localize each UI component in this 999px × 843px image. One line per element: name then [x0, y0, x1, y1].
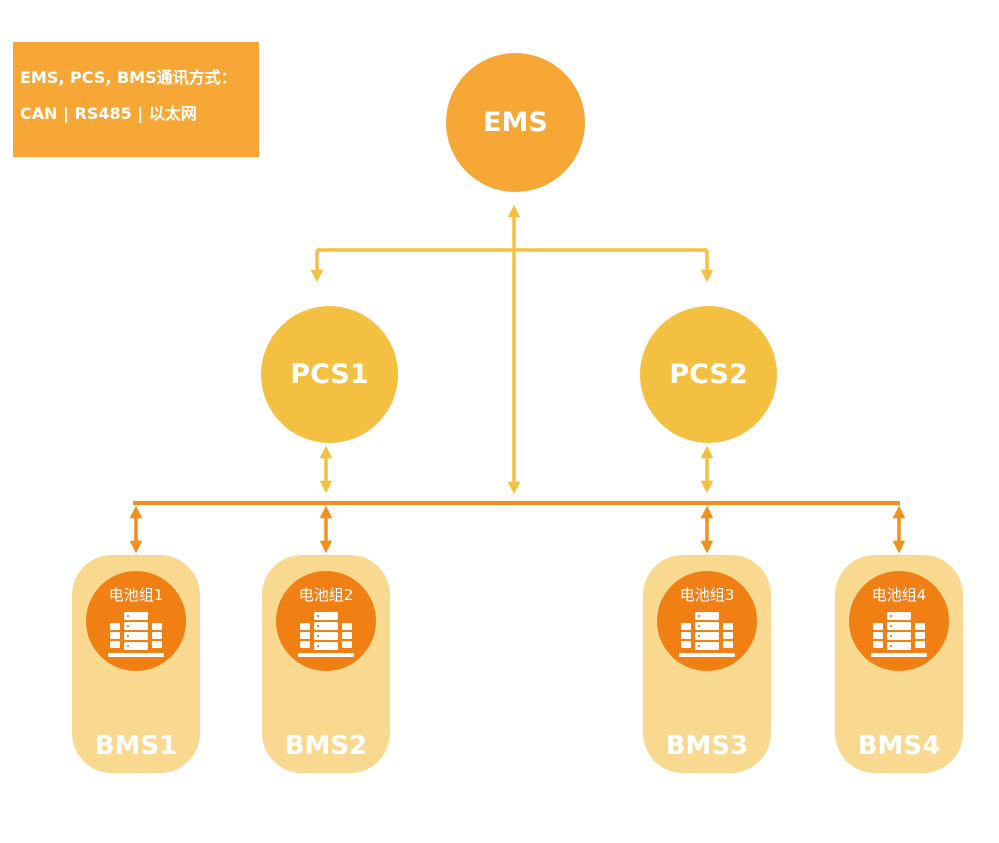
pcs1-label: PCS1 — [290, 359, 369, 390]
bms4-card: 电池组4 BMS4 — [835, 555, 963, 773]
bms4-label: BMS4 — [857, 731, 941, 761]
ems-node: EMS — [446, 53, 585, 192]
bms3-card: 电池组3 BMS3 — [643, 555, 771, 773]
battery-pack-2-label: 电池组2 — [298, 586, 354, 604]
bms2-card: 电池组2 BMS2 — [262, 555, 390, 773]
comm-methods-legend: EMS, PCS, BMS通讯方式： CAN | RS485 | 以太网 — [13, 42, 259, 157]
bms1-label: BMS1 — [94, 731, 178, 761]
battery-rack-icon — [679, 612, 735, 657]
battery-pack-4-label: 电池组4 — [871, 586, 927, 604]
battery-pack-3-label: 电池组3 — [679, 586, 735, 604]
bms3-label: BMS3 — [665, 731, 749, 761]
battery-rack-icon — [871, 612, 927, 657]
battery-pack-4: 电池组4 — [849, 571, 949, 671]
battery-pack-1: 电池组1 — [86, 571, 186, 671]
battery-rack-icon — [108, 612, 164, 657]
battery-pack-3: 电池组3 — [657, 571, 757, 671]
pcs1-node: PCS1 — [261, 306, 398, 443]
battery-pack-2: 电池组2 — [276, 571, 376, 671]
bms1-card: 电池组1 BMS1 — [72, 555, 200, 773]
bms2-label: BMS2 — [284, 731, 368, 761]
battery-pack-1-label: 电池组1 — [108, 586, 164, 604]
battery-rack-icon — [298, 612, 354, 657]
pcs2-node: PCS2 — [640, 306, 777, 443]
ems-label: EMS — [483, 107, 548, 138]
legend-line-2: CAN | RS485 | 以太网 — [20, 104, 197, 123]
pcs2-label: PCS2 — [669, 359, 748, 390]
legend-line-1: EMS, PCS, BMS通讯方式： — [20, 68, 237, 87]
